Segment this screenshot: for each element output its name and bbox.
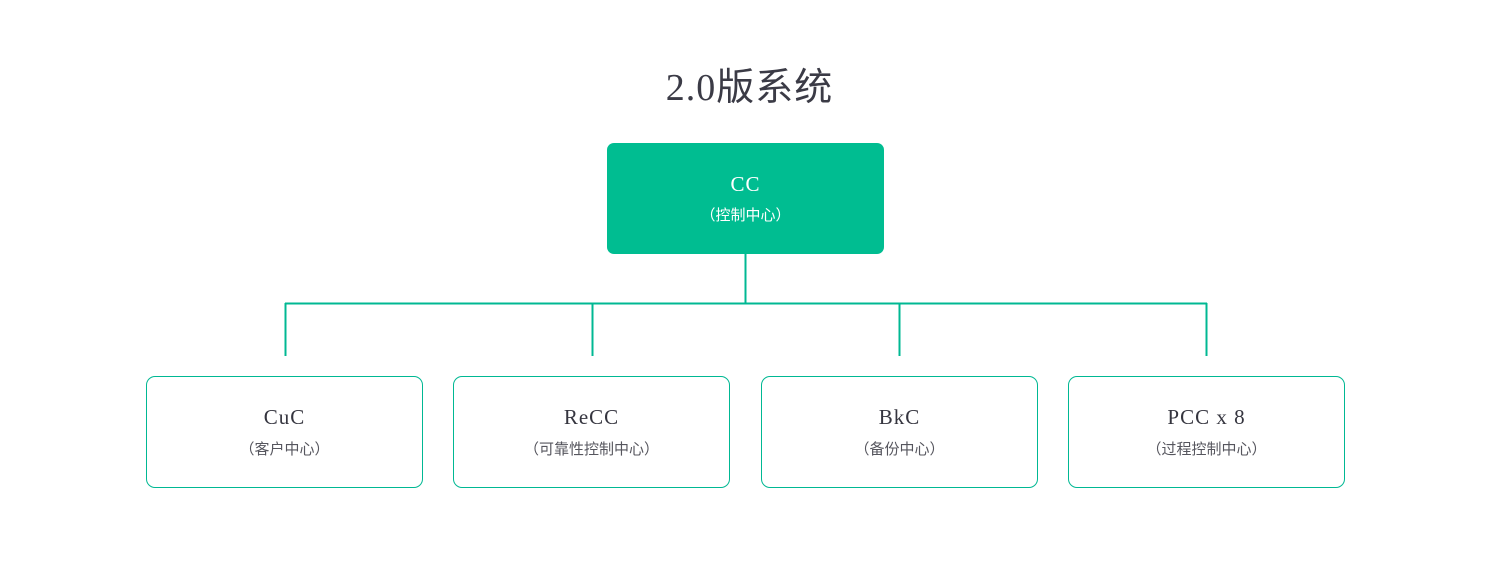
node-cuc-label: CuC xyxy=(263,405,306,429)
node-cuc[interactable]: CuC （客户中心） xyxy=(146,376,423,488)
node-cuc-subtitle: （客户中心） xyxy=(239,440,330,458)
node-bkc[interactable]: BkC （备份中心） xyxy=(761,376,1038,488)
node-bkc-label: BkC xyxy=(878,405,921,429)
node-recc[interactable]: ReCC （可靠性控制中心） xyxy=(453,376,730,488)
node-recc-subtitle: （可靠性控制中心） xyxy=(523,440,659,458)
page-title: 2.0版系统 xyxy=(665,67,834,109)
node-bkc-subtitle: （备份中心） xyxy=(854,440,945,458)
node-cc[interactable]: CC （控制中心） xyxy=(607,143,884,254)
node-cc-subtitle: （控制中心） xyxy=(700,206,791,224)
node-pcc-label: PCC x 8 xyxy=(1167,405,1246,429)
node-pcc[interactable]: PCC x 8 （过程控制中心） xyxy=(1068,376,1345,488)
node-cc-label: CC xyxy=(730,172,761,196)
node-recc-label: ReCC xyxy=(563,405,620,429)
node-pcc-subtitle: （过程控制中心） xyxy=(1146,440,1267,458)
